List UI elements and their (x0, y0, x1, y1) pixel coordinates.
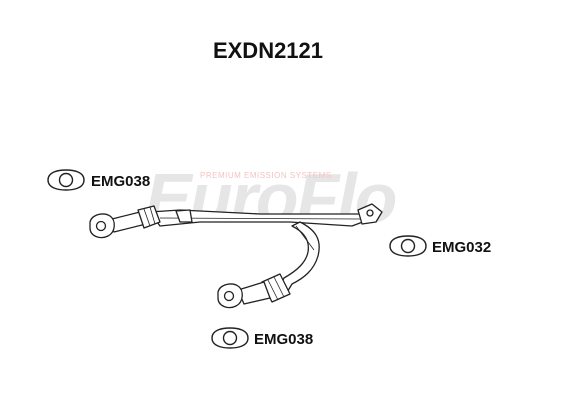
watermark-tagline: PREMIUM EMISSION SYSTEMS (200, 171, 332, 180)
exhaust-pipe-drawing (89, 203, 383, 309)
gasket-1-icon (47, 169, 85, 191)
watermark: EuroFlo PREMIUM EMISSION SYSTEMS (145, 159, 398, 237)
gasket-2-icon (389, 235, 427, 257)
gasket-2-label: EMG032 (432, 239, 491, 256)
gasket-3-icon (211, 327, 249, 349)
part-number-title: EXDN2121 (213, 38, 323, 63)
main-pipe (149, 209, 369, 227)
gasket-3-label: EMG038 (254, 331, 313, 348)
gasket-1-label: EMG038 (91, 173, 150, 190)
pipe-bracket (175, 209, 193, 223)
